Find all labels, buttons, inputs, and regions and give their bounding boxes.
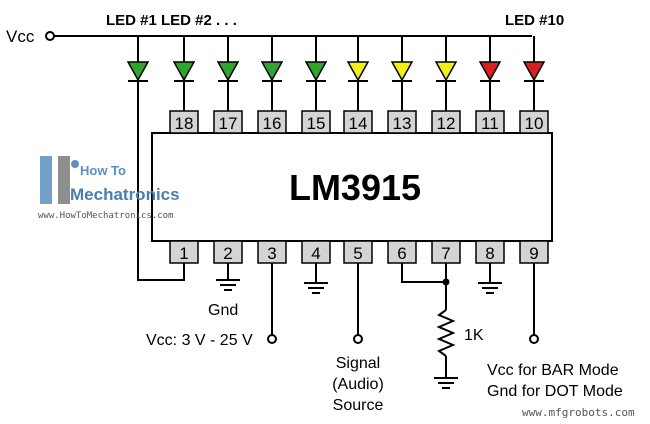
top-pin-16: 16 [257,110,287,134]
led-first-label: LED #1 LED #2 . . . [106,12,237,29]
gnd-label: Gnd [208,302,238,319]
led-4-icon [260,36,284,111]
junction-dot [442,278,450,286]
led-array [126,36,546,111]
pin-number: 2 [223,244,232,263]
bottom-pin-6: 6 [387,240,417,264]
pin9-terminal [529,334,539,344]
bottom-pin-5: 5 [343,240,373,264]
led-last-label: LED #10 [505,12,564,29]
mode-label-1: Vcc for BAR Mode [487,362,619,379]
top-pin-row: 18 17 16 15 14 13 12 11 10 [169,110,549,134]
pin-number: 4 [311,244,320,263]
pin-box [519,110,549,134]
top-pin-11: 11 [475,110,505,134]
led-5-icon [304,36,328,111]
vcc-label: Vcc [6,27,35,46]
top-pin-10: 10 [519,110,549,134]
logo-top-text: How To [80,163,126,178]
pin-number: 6 [397,244,406,263]
led-3-icon [216,36,240,111]
pin-number: 7 [441,244,450,263]
signal-label-1: Signal [336,355,380,372]
pin-number: 17 [219,114,238,133]
top-pin-14: 14 [343,110,373,134]
pin-number: 14 [349,114,368,133]
pin-number: 16 [263,114,282,133]
pin-number: 12 [437,114,456,133]
pin4-ground-icon [304,263,328,294]
pin8-ground-icon [478,263,502,294]
vcc-range-label: Vcc: 3 V - 25 V [146,332,253,349]
led-9-icon [478,36,502,111]
mode-label-2: Gnd for DOT Mode [487,383,623,400]
led-6-icon [346,36,370,111]
pin-number: 13 [393,114,412,133]
pin-number: 1 [179,244,188,263]
signal-label-3: Source [333,397,384,414]
led-1-icon [126,36,150,86]
pin2-ground-icon [216,263,240,291]
logo-bar-right [58,156,70,204]
pin-number: 10 [525,114,544,133]
pin-box [301,110,331,134]
howtomechatronics-logo: How To Mechatronics [40,156,180,204]
vcc-terminal [45,31,55,41]
watermark-url: www.HowToMechatronics.com [38,211,173,221]
logo-dot [71,160,79,168]
pin-number: 18 [175,114,194,133]
bottom-pin-7: 7 [431,240,461,264]
top-pin-12: 12 [431,110,461,134]
chip-body [151,132,553,242]
bottom-pin-8: 8 [475,240,505,264]
bottom-pin-9: 9 [519,240,549,264]
pin-box [257,110,287,134]
pin5-terminal [353,334,363,344]
source-watermark: www.mfgrobots.com [522,406,635,419]
pin-box [169,110,199,134]
led-8-icon [434,36,458,111]
bottom-pin-row: 1 2 3 4 5 6 7 8 9 [169,240,549,264]
bottom-pin-2: 2 [213,240,243,264]
pin6-wire [401,263,446,283]
bottom-pin-1: 1 [169,240,199,264]
pin-number: 15 [307,114,326,133]
logo-bottom-text: Mechatronics [70,185,180,204]
resistor-icon [436,309,456,357]
led-7-icon [390,36,414,111]
pin-box [431,110,461,134]
led1-to-pin1-wire [137,84,185,281]
resistor-label: 1K [464,327,484,344]
logo-bar-left [40,156,52,204]
pin-number: 5 [353,244,362,263]
top-pin-15: 15 [301,110,331,134]
pin-number: 9 [529,244,538,263]
pin-box [343,110,373,134]
top-pin-17: 17 [213,110,243,134]
top-pin-13: 13 [387,110,417,134]
top-pin-18: 18 [169,110,199,134]
pin3-terminal [267,334,277,344]
pin-number: 8 [485,244,494,263]
bottom-pin-4: 4 [301,240,331,264]
pin-number: 11 [481,114,499,133]
led-2-icon [172,36,196,111]
pin-box [387,110,417,134]
signal-label-2: (Audio) [332,376,384,393]
resistor-ground-icon [434,377,458,389]
chip-name: LM3915 [289,167,421,208]
pin-number: 3 [267,244,276,263]
bottom-pin-3: 3 [257,240,287,264]
pin-box [213,110,243,134]
led-10-icon [522,36,546,111]
pin-box [475,110,505,134]
